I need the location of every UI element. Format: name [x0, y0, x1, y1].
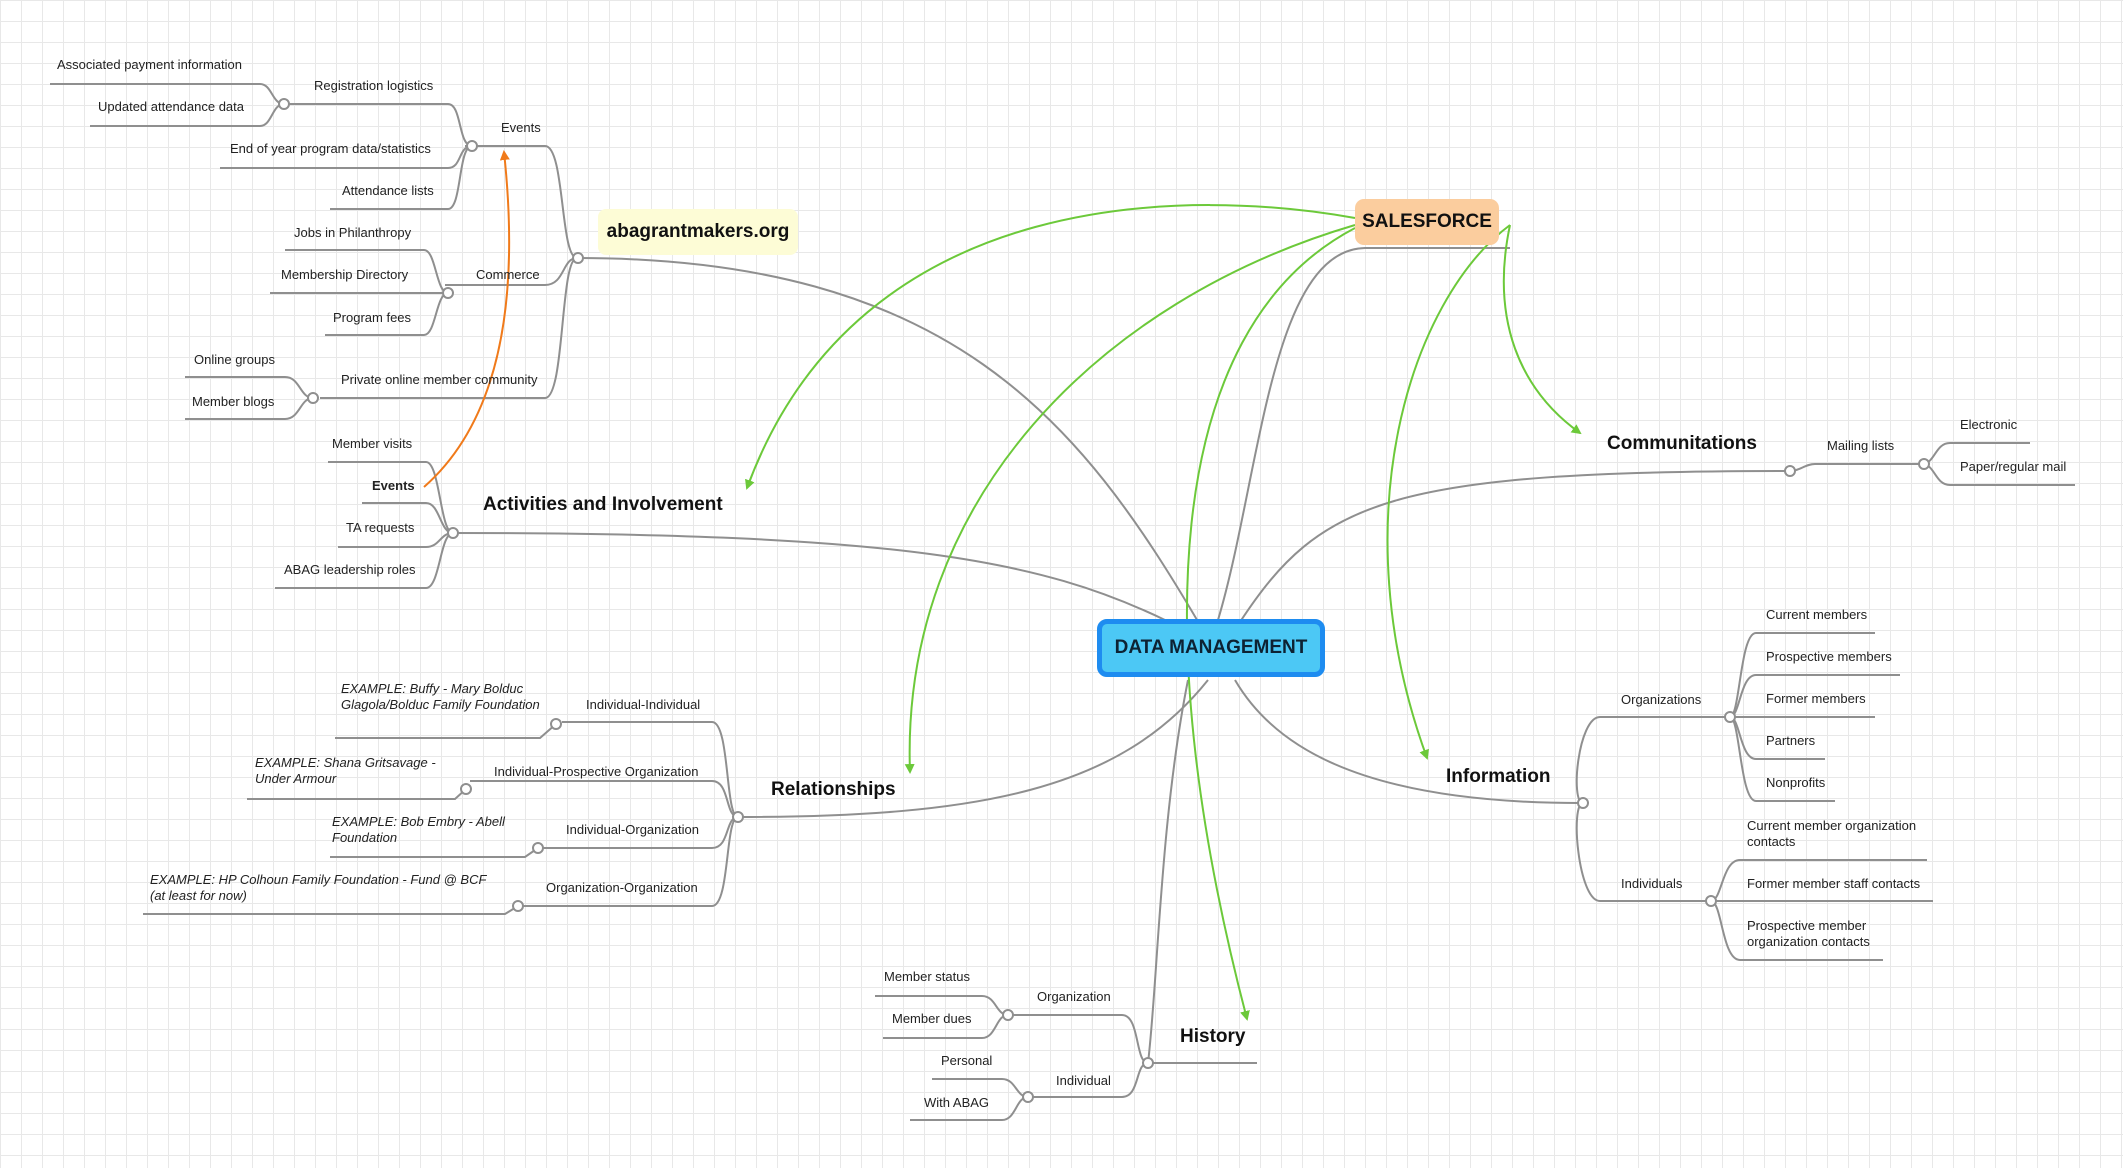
events-link-arrow [423, 150, 511, 488]
subtopic-paper-mail[interactable]: Paper/regular mail [1960, 459, 2067, 474]
subtopic-history-organization[interactable]: Organization [1037, 989, 1111, 1004]
subtopic-member-blogs[interactable]: Member blogs [192, 394, 275, 409]
example-individual-individual[interactable]: EXAMPLE: Buffy - Mary Bolduc Glagola/Bol… [341, 681, 540, 712]
topic-communications[interactable]: Communitations [1607, 433, 1757, 454]
subtopic-former-members[interactable]: Former members [1766, 691, 1866, 706]
subtopic-member-visits[interactable]: Member visits [332, 436, 413, 451]
subtopic-attendance-data[interactable]: Updated attendance data [98, 99, 245, 114]
example-organization-organization[interactable]: EXAMPLE: HP Colhoun Family Foundation - … [150, 872, 487, 903]
subtopic-prospective-members[interactable]: Prospective members [1766, 649, 1892, 664]
subtopic-commerce[interactable]: Commerce [476, 267, 540, 282]
subtopic-organization-organization[interactable]: Organization-Organization [546, 880, 698, 895]
example-individual-organization[interactable]: EXAMPLE: Bob Embry - Abell Foundation [332, 814, 505, 845]
example-individual-prospective-org[interactable]: EXAMPLE: Shana Gritsavage - Under Armour [255, 755, 436, 786]
topic-connectors [50, 83, 2075, 1121]
subtopic-personal[interactable]: Personal [941, 1053, 993, 1068]
subtopic-individual-prospective-org[interactable]: Individual-Prospective Organization [494, 764, 699, 779]
subtopic-individuals[interactable]: Individuals [1621, 876, 1683, 891]
subtopic-mailing-lists[interactable]: Mailing lists [1827, 438, 1895, 453]
central-topic[interactable]: DATA MANAGEMENT [1097, 619, 1325, 677]
topic-activities[interactable]: Activities and Involvement [483, 494, 723, 515]
topic-history[interactable]: History [1180, 1026, 1246, 1047]
subtopic-registration[interactable]: Registration logistics [314, 78, 434, 93]
subtopic-organizations[interactable]: Organizations [1621, 692, 1702, 707]
subtopic-nonprofits[interactable]: Nonprofits [1766, 775, 1826, 790]
subtopic-activities-events[interactable]: Events [372, 478, 415, 493]
subtopic-current-contacts[interactable]: Current member organization contacts [1747, 818, 1917, 849]
subtopic-jobs[interactable]: Jobs in Philanthropy [294, 225, 412, 240]
subtopic-member-status[interactable]: Member status [884, 969, 970, 984]
subtopic-former-contacts[interactable]: Former member staff contacts [1747, 876, 1921, 891]
topic-abagrantmakers[interactable]: abagrantmakers.org [598, 209, 798, 255]
topic-relationships[interactable]: Relationships [771, 779, 896, 800]
subtopic-events[interactable]: Events [501, 120, 541, 135]
salesforce-topic[interactable]: SALESFORCE [1355, 199, 1499, 245]
subtopic-end-of-year[interactable]: End of year program data/statistics [230, 141, 431, 156]
subtopic-leadership-roles[interactable]: ABAG leadership roles [284, 562, 416, 577]
subtopic-member-dues[interactable]: Member dues [892, 1011, 972, 1026]
subtopic-history-individual[interactable]: Individual [1056, 1073, 1111, 1088]
subtopic-attendance-lists[interactable]: Attendance lists [342, 183, 434, 198]
salesforce-arrows [745, 204, 1582, 1021]
subtopic-program-fees[interactable]: Program fees [333, 310, 412, 325]
subtopic-online-groups[interactable]: Online groups [194, 352, 275, 367]
subtopic-directory[interactable]: Membership Directory [281, 267, 409, 282]
subtopic-electronic[interactable]: Electronic [1960, 417, 2018, 432]
subtopic-prospective-contacts[interactable]: Prospective member organization contacts [1747, 918, 1870, 949]
subtopic-partners[interactable]: Partners [1766, 733, 1816, 748]
subtopic-ta-requests[interactable]: TA requests [346, 520, 415, 535]
subtopic-individual-individual[interactable]: Individual-Individual [586, 697, 701, 712]
subtopic-with-abag[interactable]: With ABAG [924, 1095, 990, 1110]
subtopic-current-members[interactable]: Current members [1766, 607, 1868, 622]
topic-information[interactable]: Information [1446, 766, 1551, 787]
subtopic-payment[interactable]: Associated payment information [57, 57, 242, 72]
subtopic-individual-organization[interactable]: Individual-Organization [566, 822, 699, 837]
subtopic-community[interactable]: Private online member community [341, 372, 538, 387]
